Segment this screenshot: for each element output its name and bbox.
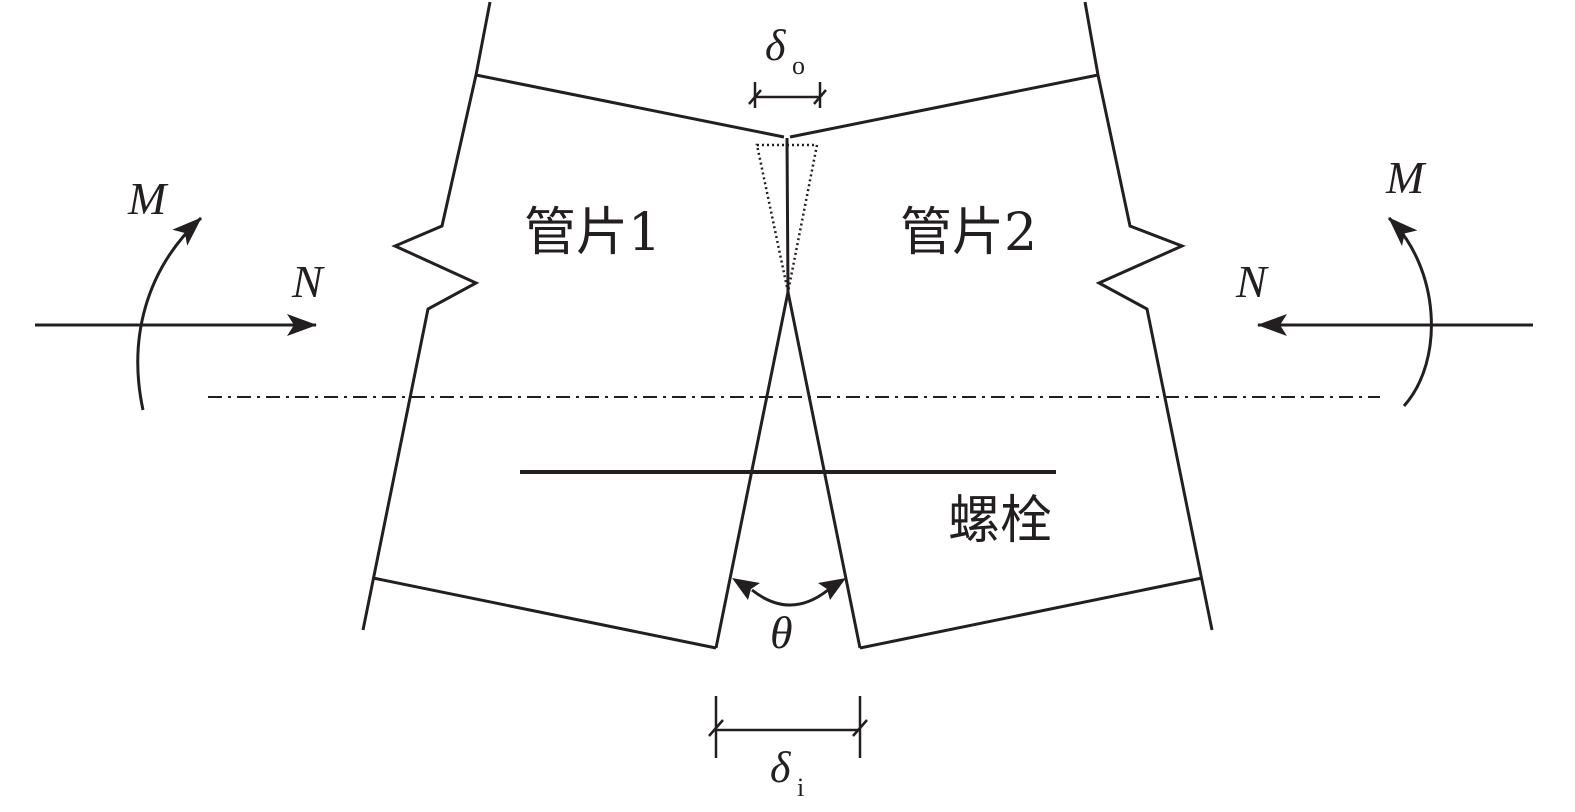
moment-right-label: M <box>1385 152 1427 203</box>
outer-opening-subscript: o <box>792 51 805 80</box>
segment-1-label: 管片1 <box>524 203 661 263</box>
joint-gap-wedge <box>755 143 819 293</box>
segment-1-bottom-edge <box>372 576 717 650</box>
rotation-angle-arc <box>751 588 829 607</box>
segment-1-top-edge <box>475 73 785 139</box>
rotation-angle-arrowhead-right <box>818 578 846 600</box>
bolt-label: 螺栓 <box>948 491 1052 551</box>
moment-left-arrow <box>136 216 203 411</box>
segment-2-top-edge <box>789 73 1099 139</box>
inner-opening-subscript: i <box>797 773 804 802</box>
axial-force-right-label: N <box>1235 256 1269 307</box>
segment-2-bottom-edge <box>859 576 1203 650</box>
rotation-angle-arrowhead-left <box>732 578 760 600</box>
inner-opening-dimension <box>708 696 868 758</box>
segment-1-outline <box>361 1 492 631</box>
inner-opening-symbol: δ <box>770 743 792 792</box>
moment-left-label: M <box>127 173 169 224</box>
segment-2-label: 管片2 <box>900 203 1037 263</box>
moment-right-arrow <box>1387 216 1433 407</box>
joint-contact-line <box>785 137 790 293</box>
segment-2-outline <box>1083 1 1214 631</box>
rotation-angle-label: θ <box>770 607 793 658</box>
outer-opening-dimension <box>748 82 827 108</box>
outer-opening-symbol: δ <box>765 21 787 70</box>
axial-force-left-label: N <box>291 256 325 307</box>
